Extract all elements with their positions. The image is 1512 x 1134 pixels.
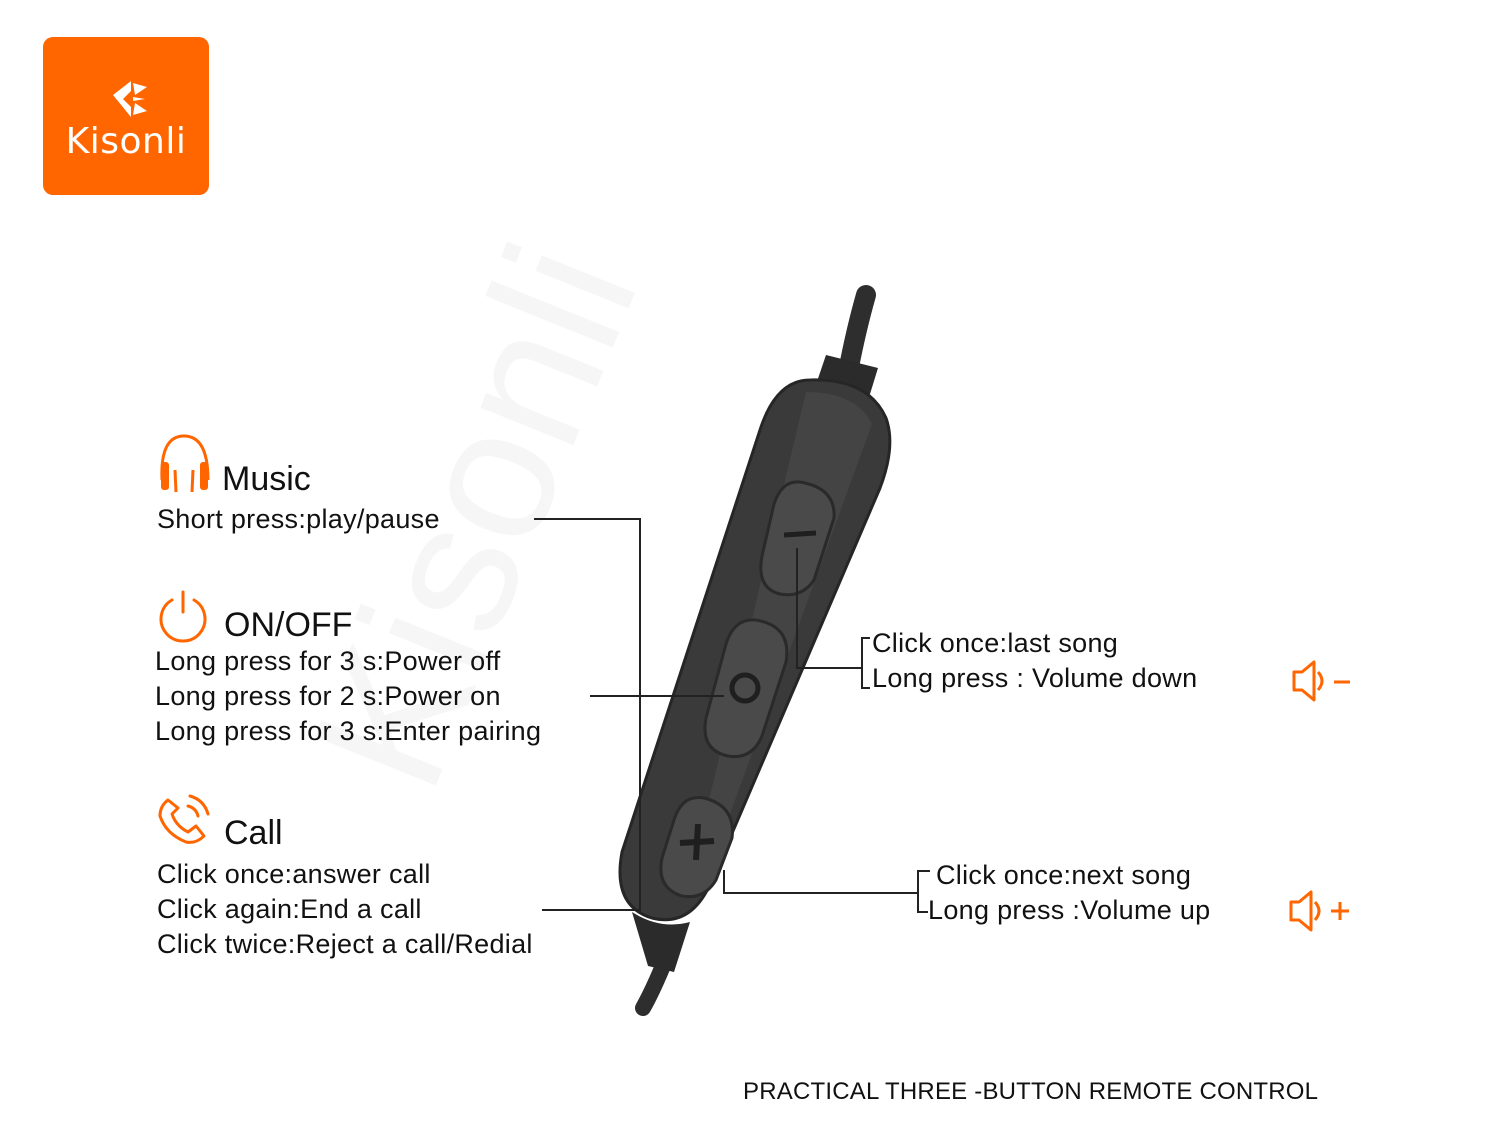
cable-top (838, 285, 876, 382)
call-line-1: Click once:answer call (157, 859, 431, 889)
power-icon (159, 590, 207, 643)
headphones-icon (160, 434, 210, 493)
call-title: Call (224, 814, 283, 852)
speaker-minus-icon (1292, 660, 1350, 702)
connector-lines-right (723, 548, 930, 913)
minus-line-1: Click once:last song (872, 628, 1119, 658)
plus-icon (679, 823, 715, 861)
minus-icon (783, 530, 817, 538)
plus-button[interactable] (659, 795, 734, 899)
plus-line-2: Long press :Volume up (928, 895, 1211, 925)
cable-bottom (635, 960, 670, 1016)
call-line-3: Click twice:Reject a call/Redial (157, 929, 533, 959)
phone-icon (158, 794, 210, 844)
footer-caption: PRACTICAL THREE -BUTTON REMOTE CONTROL (743, 1078, 1319, 1105)
minus-button[interactable] (759, 480, 836, 597)
multifunction-button[interactable] (703, 618, 789, 759)
brand-logo-mark (113, 81, 147, 117)
power-line-2: Long press for 2 s:Power on (155, 681, 501, 711)
power-line-3: Long press for 3 s:Enter pairing (155, 716, 542, 746)
music-line-1: Short press:play/pause (157, 504, 440, 534)
brand-logo: Kisonli (43, 37, 209, 195)
plus-line-1: Click once:next song (936, 860, 1192, 890)
brand-name: Kisonli (65, 121, 187, 162)
minus-line-2: Long press : Volume down (872, 663, 1198, 693)
power-title: ON/OFF (224, 606, 353, 644)
power-line-1: Long press for 3 s:Power off (155, 646, 501, 676)
call-line-2: Click again:End a call (157, 894, 422, 924)
ring-icon (729, 672, 761, 704)
music-title: Music (222, 460, 311, 498)
connector-lines-left (534, 518, 724, 911)
speaker-plus-icon (1289, 890, 1349, 932)
cable-collar-bottom (632, 912, 690, 972)
